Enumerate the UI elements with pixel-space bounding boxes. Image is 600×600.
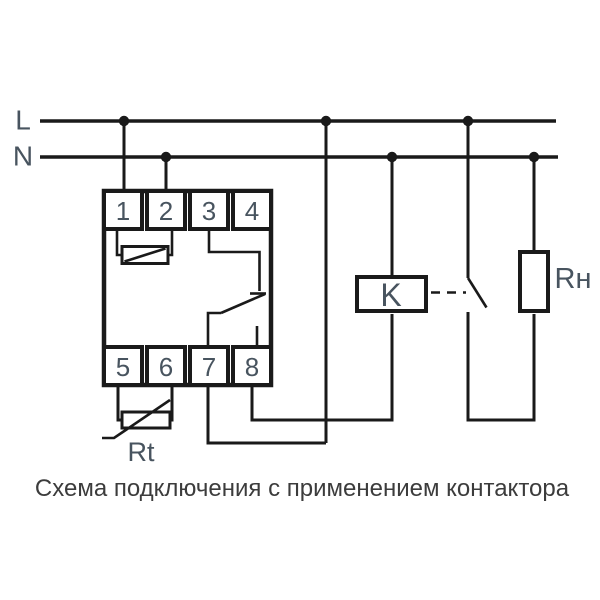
relay-internal-coil [115, 229, 174, 265]
line-l-label: L [15, 105, 31, 136]
contactor-contact-blade [466, 277, 488, 309]
contactor-label: K [380, 277, 401, 313]
wire-terminal7-to-line [206, 385, 326, 445]
terminal-label-3: 3 [202, 196, 216, 226]
wire-terminal8-to-coil [250, 314, 394, 422]
junction-dots [118, 115, 540, 163]
terminal-label-5: 5 [116, 352, 130, 382]
supply-drop-wires [122, 121, 536, 443]
internal-contact-blade [220, 292, 266, 315]
terminal-box-4 [231, 189, 273, 231]
terminal-label-8: 8 [245, 352, 259, 382]
terminal-label-4: 4 [245, 196, 259, 226]
coil-diagonal [124, 247, 166, 263]
terminal-box-3 [188, 189, 230, 231]
terminal-label-2: 2 [159, 196, 173, 226]
relay-device: 1 2 3 4 5 6 7 8 [101, 188, 274, 388]
line-n-label: N [13, 141, 33, 172]
terminal-box-6 [145, 345, 187, 387]
coil-wire-from-terminal2 [169, 229, 174, 257]
thermal-sensor-label: Rt [128, 437, 155, 467]
terminal-box-5 [102, 345, 144, 387]
terminal-label-1: 1 [116, 196, 130, 226]
contact-common-to-terminal7 [206, 311, 221, 347]
contactor-contact [466, 277, 488, 309]
sensor-wire-from-terminal5 [116, 385, 121, 422]
bottom-wiring [206, 312, 536, 445]
load-resistor-box [518, 250, 550, 313]
thermistor-symbol [120, 410, 172, 430]
relay-internal-contact [206, 229, 266, 347]
terminal-box-1 [102, 189, 144, 231]
terminal-label-7: 7 [202, 352, 216, 382]
terminal-box-2 [145, 189, 187, 231]
load-resistor: Rн [518, 250, 592, 313]
power-bus: L N [13, 105, 558, 172]
contactor-box [355, 275, 428, 313]
thermal-sensor: Rt [102, 385, 174, 467]
load-resistor-label: Rн [555, 263, 592, 295]
terminal-label-6: 6 [159, 352, 173, 382]
thermistor-diagonal [102, 398, 171, 440]
coil-wire-from-terminal1 [115, 229, 121, 257]
diagram-caption: Схема подключения с применением контакто… [35, 475, 570, 502]
contactor-coil: K [355, 275, 466, 313]
wire-contact-to-load [466, 312, 536, 422]
contact-wire-from-terminal3 [207, 229, 261, 291]
